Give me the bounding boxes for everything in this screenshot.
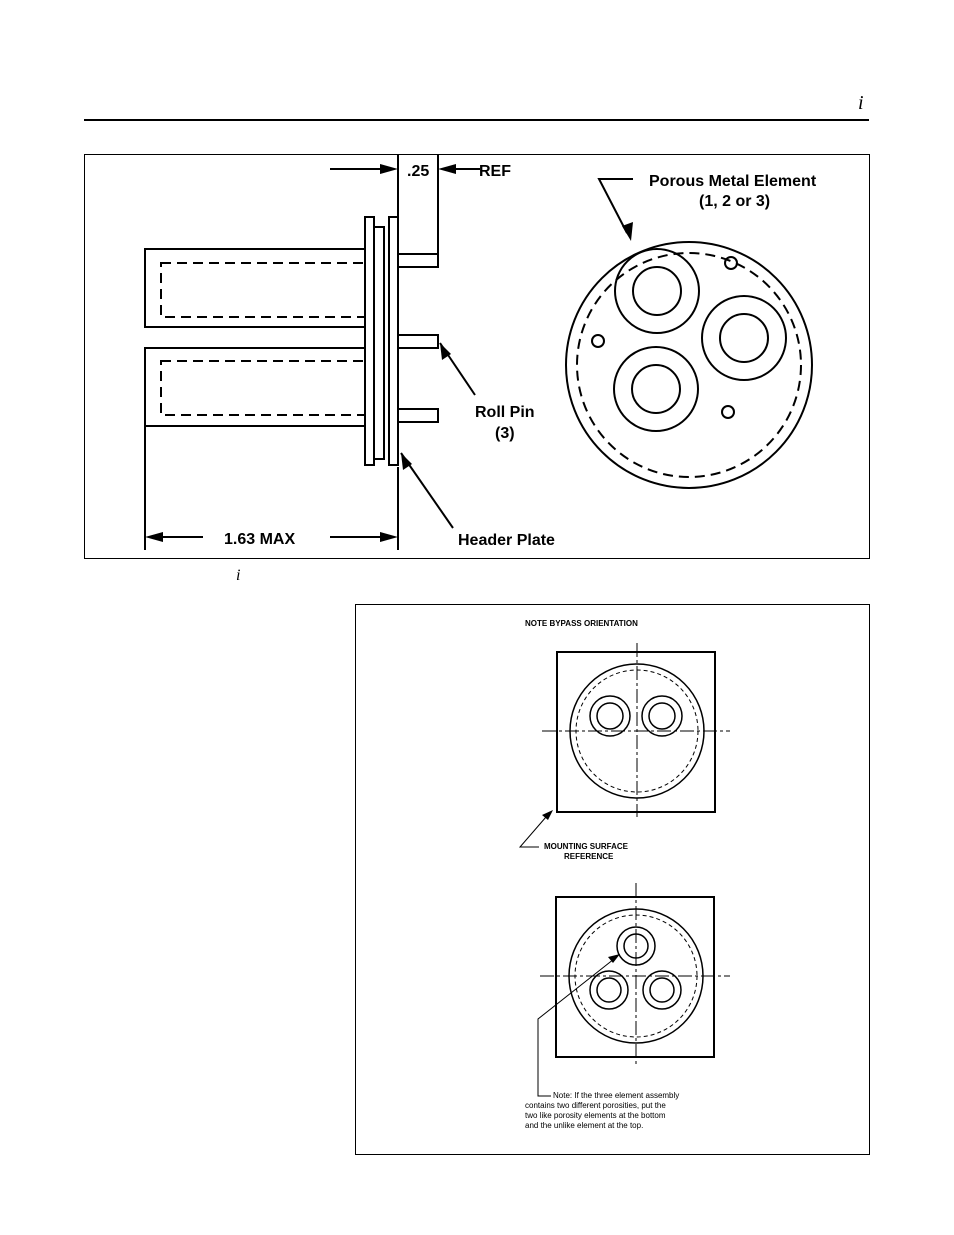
filter-assembly-drawing: .25 REF 1.63 MAX Porous Metal Element (1… [144, 155, 817, 550]
note-line-2: contains two different porosities, put t… [525, 1101, 666, 1110]
element-bore-bottom [631, 364, 681, 414]
note-line-1: Note: If the three element assembly [553, 1091, 679, 1100]
header-plate-label: Header Plate [458, 532, 555, 549]
pin-hole-3 [721, 405, 735, 419]
header-plate-inner [388, 216, 399, 466]
roll-pin-2 [397, 334, 439, 349]
note-line-3: two like porosity elements at the bottom [525, 1111, 666, 1120]
header-plate-outer [364, 216, 375, 466]
bypass-title: NOTE BYPASS ORIENTATION [525, 619, 638, 628]
note-line-4: and the unlike element at the top. [525, 1121, 643, 1130]
dim-length-label: 1.63 MAX [224, 531, 295, 548]
figure1-caption-mark: i [236, 567, 241, 584]
page-header-mark: i [858, 92, 864, 114]
roll-pin-count-label: (3) [495, 425, 515, 442]
dim-ref-value: .25 [407, 163, 429, 180]
pin-hole-2 [591, 334, 605, 348]
porous-element-dashed-lower [160, 360, 366, 416]
roll-pin-label: Roll Pin [475, 404, 535, 421]
porous-element-dashed-upper [160, 262, 366, 318]
figure-bypass-orientation: NOTE BYPASS ORIENTATION MOUNTING SURFACE… [355, 604, 870, 1155]
element-ring-top [614, 248, 700, 334]
end-view-dashed-circle [576, 252, 802, 478]
element-tube-upper [144, 248, 366, 328]
element-ring-bottom-right [642, 970, 682, 1010]
element-ring-right-two [641, 695, 683, 737]
porous-element-count-label: (1, 2 or 3) [699, 193, 770, 210]
mounting-plate-three-element [555, 896, 715, 1058]
element-ring-bottom [613, 346, 699, 432]
header-plate-middle [373, 226, 385, 460]
element-ring-right [701, 295, 787, 381]
mounting-reference-label: REFERENCE [564, 852, 614, 861]
pin-hole-1 [724, 256, 738, 270]
header-rule [84, 119, 869, 121]
element-bore-top [632, 266, 682, 316]
end-view-outer-circle [565, 241, 813, 489]
figure-filter-assembly: .25 REF 1.63 MAX Porous Metal Element (1… [84, 154, 870, 559]
mounting-surface-label: MOUNTING SURFACE [544, 842, 629, 851]
element-ring-bottom-left [589, 970, 629, 1010]
dim-ref-suffix: REF [479, 163, 511, 180]
mounting-plate-two-element [556, 651, 716, 813]
roll-pin-3 [397, 408, 439, 423]
porous-element-label: Porous Metal Element [649, 173, 817, 190]
element-ring-top-three [616, 926, 656, 966]
roll-pin-1 [397, 253, 439, 268]
element-ring-left [589, 695, 631, 737]
element-bore-right [719, 313, 769, 363]
bypass-orientation-drawing: NOTE BYPASS ORIENTATION MOUNTING SURFACE… [518, 619, 730, 1130]
